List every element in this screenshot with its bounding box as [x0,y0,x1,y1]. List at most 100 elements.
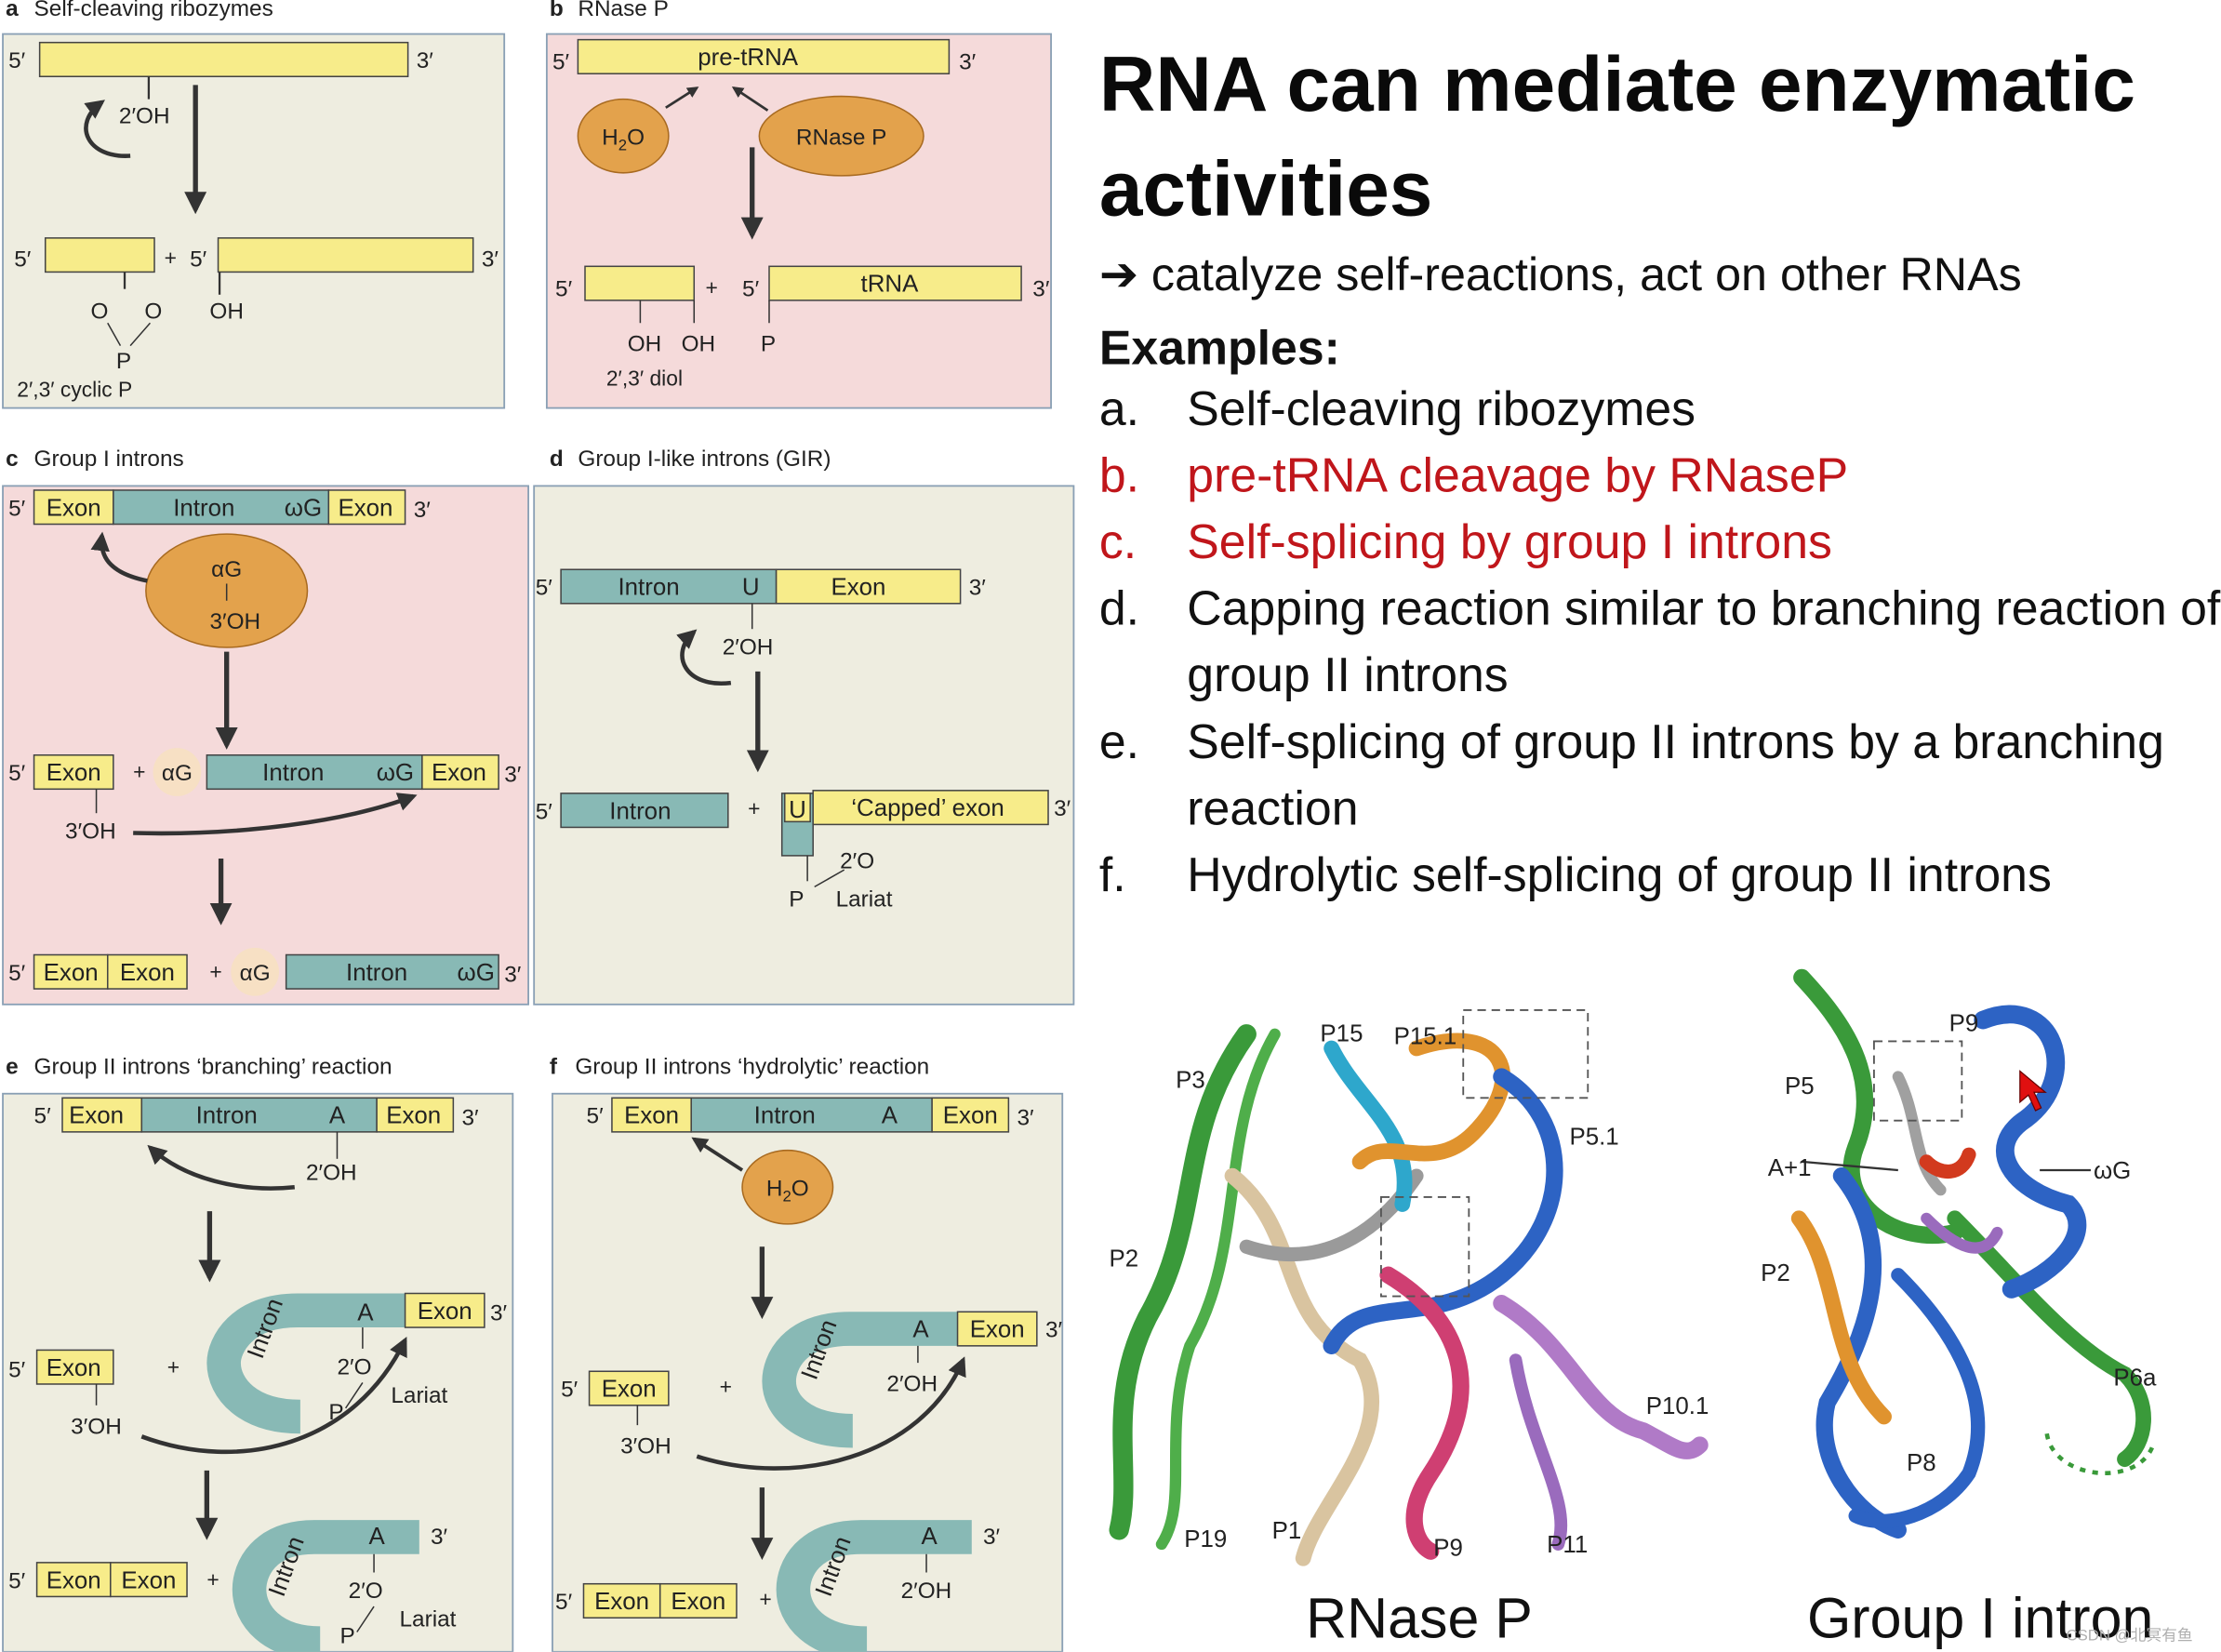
example-text: Capping reaction similar to branching re… [1187,581,2221,703]
exon-label: Exon [831,575,885,601]
exon-box [33,489,114,526]
rnase-p-ellipse [758,95,924,177]
example-text: pre-tRNA cleavage by RNaseP [1187,448,1849,503]
capped-exon-box [812,790,1049,826]
p6a-label: P6a [2113,1365,2157,1391]
exon-label: Exon [47,1355,101,1381]
five-prime: 5′ [8,761,26,786]
plus-sign: + [720,1375,732,1399]
panel-b-title: RNase P [578,0,668,21]
three-prime: 3′ [1045,1318,1063,1343]
exon-label: Exon [338,495,392,521]
slide-subtitle: ➔ catalyze self-reactions, act on other … [1099,246,2221,301]
capped-exon-label: ‘Capped’ exon [851,795,1004,821]
example-item: e. Self-splicing of group II introns by a… [1099,710,2221,843]
oh-label: 2′OH [901,1579,952,1604]
oh-label: 2′OH [886,1372,938,1397]
oh-label: 2′OH [306,1161,357,1186]
exon-label: Exon [44,960,99,986]
exon-box [35,1562,112,1598]
rnase-p-structure-image: P3 P15 P15.1 P5.1 P2 P10.1 P19 P1 P9 P11… [1109,1008,1709,1650]
exon-box [404,1292,485,1328]
intron-label: Intron [262,760,324,786]
panel-c-title: Group I introns [34,446,184,472]
p2-label: P2 [1761,1260,1790,1286]
plus-sign: + [748,796,760,820]
exon-box [35,1349,114,1385]
five-prime: 5′ [555,1590,573,1615]
oh-label: 3′OH [209,609,260,634]
plus-sign: + [206,1567,219,1592]
three-prime: 3′ [414,498,432,523]
exon-label: Exon [602,1377,657,1403]
plus-sign: + [165,246,177,270]
five-prime: 5′ [8,48,26,73]
p19-label: P19 [1184,1526,1227,1552]
exon-label: Exon [386,1103,441,1129]
h2o-ellipse [577,98,670,174]
five-prime: 5′ [14,246,32,272]
example-letter: e. [1098,715,1140,769]
exon-label: Exon [432,760,486,786]
exon-label: Exon [120,960,175,986]
exon-box [582,1582,661,1619]
lariat-label: Lariat [836,887,893,913]
h2o-label: H2O [602,125,645,153]
five-prime: 5′ [8,496,26,521]
intron-box [206,753,423,791]
oh-label: OH [628,332,662,357]
exon-box [775,568,962,605]
o-label: O [144,300,162,325]
examples-list: a.Self-cleaving ribozymes b.pre-tRNA cle… [1099,377,2221,910]
alpha-g-label: αG [240,961,271,986]
example-item: c.Self-splicing by group I introns [1099,510,2221,577]
watermark: CSDN @北冥有鱼 [2066,1627,2192,1645]
right-arrow-icon: ➔ [1098,247,1138,300]
rnase-p-caption: RNase P [1306,1587,1533,1650]
five-prime: 5′ [8,1568,26,1593]
a-label: A [368,1524,385,1550]
lariat-loop [762,1312,958,1448]
group-i-intron-caption: Group I intron [1807,1587,2153,1650]
three-prime: 3′ [969,576,987,601]
p-label: P [116,349,131,374]
exon-box [61,1097,143,1133]
example-letter: d. [1098,581,1140,636]
rnase-p-label: RNase P [796,125,886,150]
five-prime: 5′ [536,576,553,601]
panel-a-letter: a [6,0,19,21]
oh-label: 3′OH [620,1434,672,1459]
example-item: f.Hydrolytic self-splicing of group II i… [1099,843,2221,910]
five-prime: 5′ [8,961,26,986]
three-prime: 3′ [490,1300,508,1326]
omega-g-label: ωG [2094,1158,2131,1184]
oh-label: 3′OH [65,819,116,845]
omega-g-label: ωG [285,495,322,521]
exon-box [421,753,499,791]
example-text: Self-splicing of group II introns by a b… [1187,715,2164,836]
exon-label: Exon [943,1103,998,1129]
h2o-ellipse [741,1149,834,1225]
lariat-loop [206,1293,406,1434]
five-prime: 5′ [536,799,553,824]
panel-e: e Group II introns ‘branching’ reaction … [2,1054,514,1652]
exon-label: Exon [47,760,101,786]
pre-trna-label: pre-tRNA [698,45,799,71]
p-label: P [340,1624,355,1649]
panel-f: f Group II introns ‘hydrolytic’ reaction… [550,1054,1064,1652]
examples-heading: Examples: [1098,321,1340,376]
lariat-loop [776,1520,972,1652]
o-label: O [90,300,108,325]
five-prime: 5′ [561,1378,579,1403]
exon-box [327,489,406,526]
example-letter: c. [1098,515,1137,570]
plus-sign: + [209,959,221,983]
pre-trna-strand [577,38,951,74]
exon-label: Exon [594,1589,649,1615]
plus-sign: + [167,1354,180,1379]
exon-label: Exon [47,495,101,521]
intron-box [560,793,729,829]
five-prime: 5′ [8,1357,26,1382]
panel-d: d Group I-like introns (GIR) 5′ Intron U… [533,446,1075,1006]
